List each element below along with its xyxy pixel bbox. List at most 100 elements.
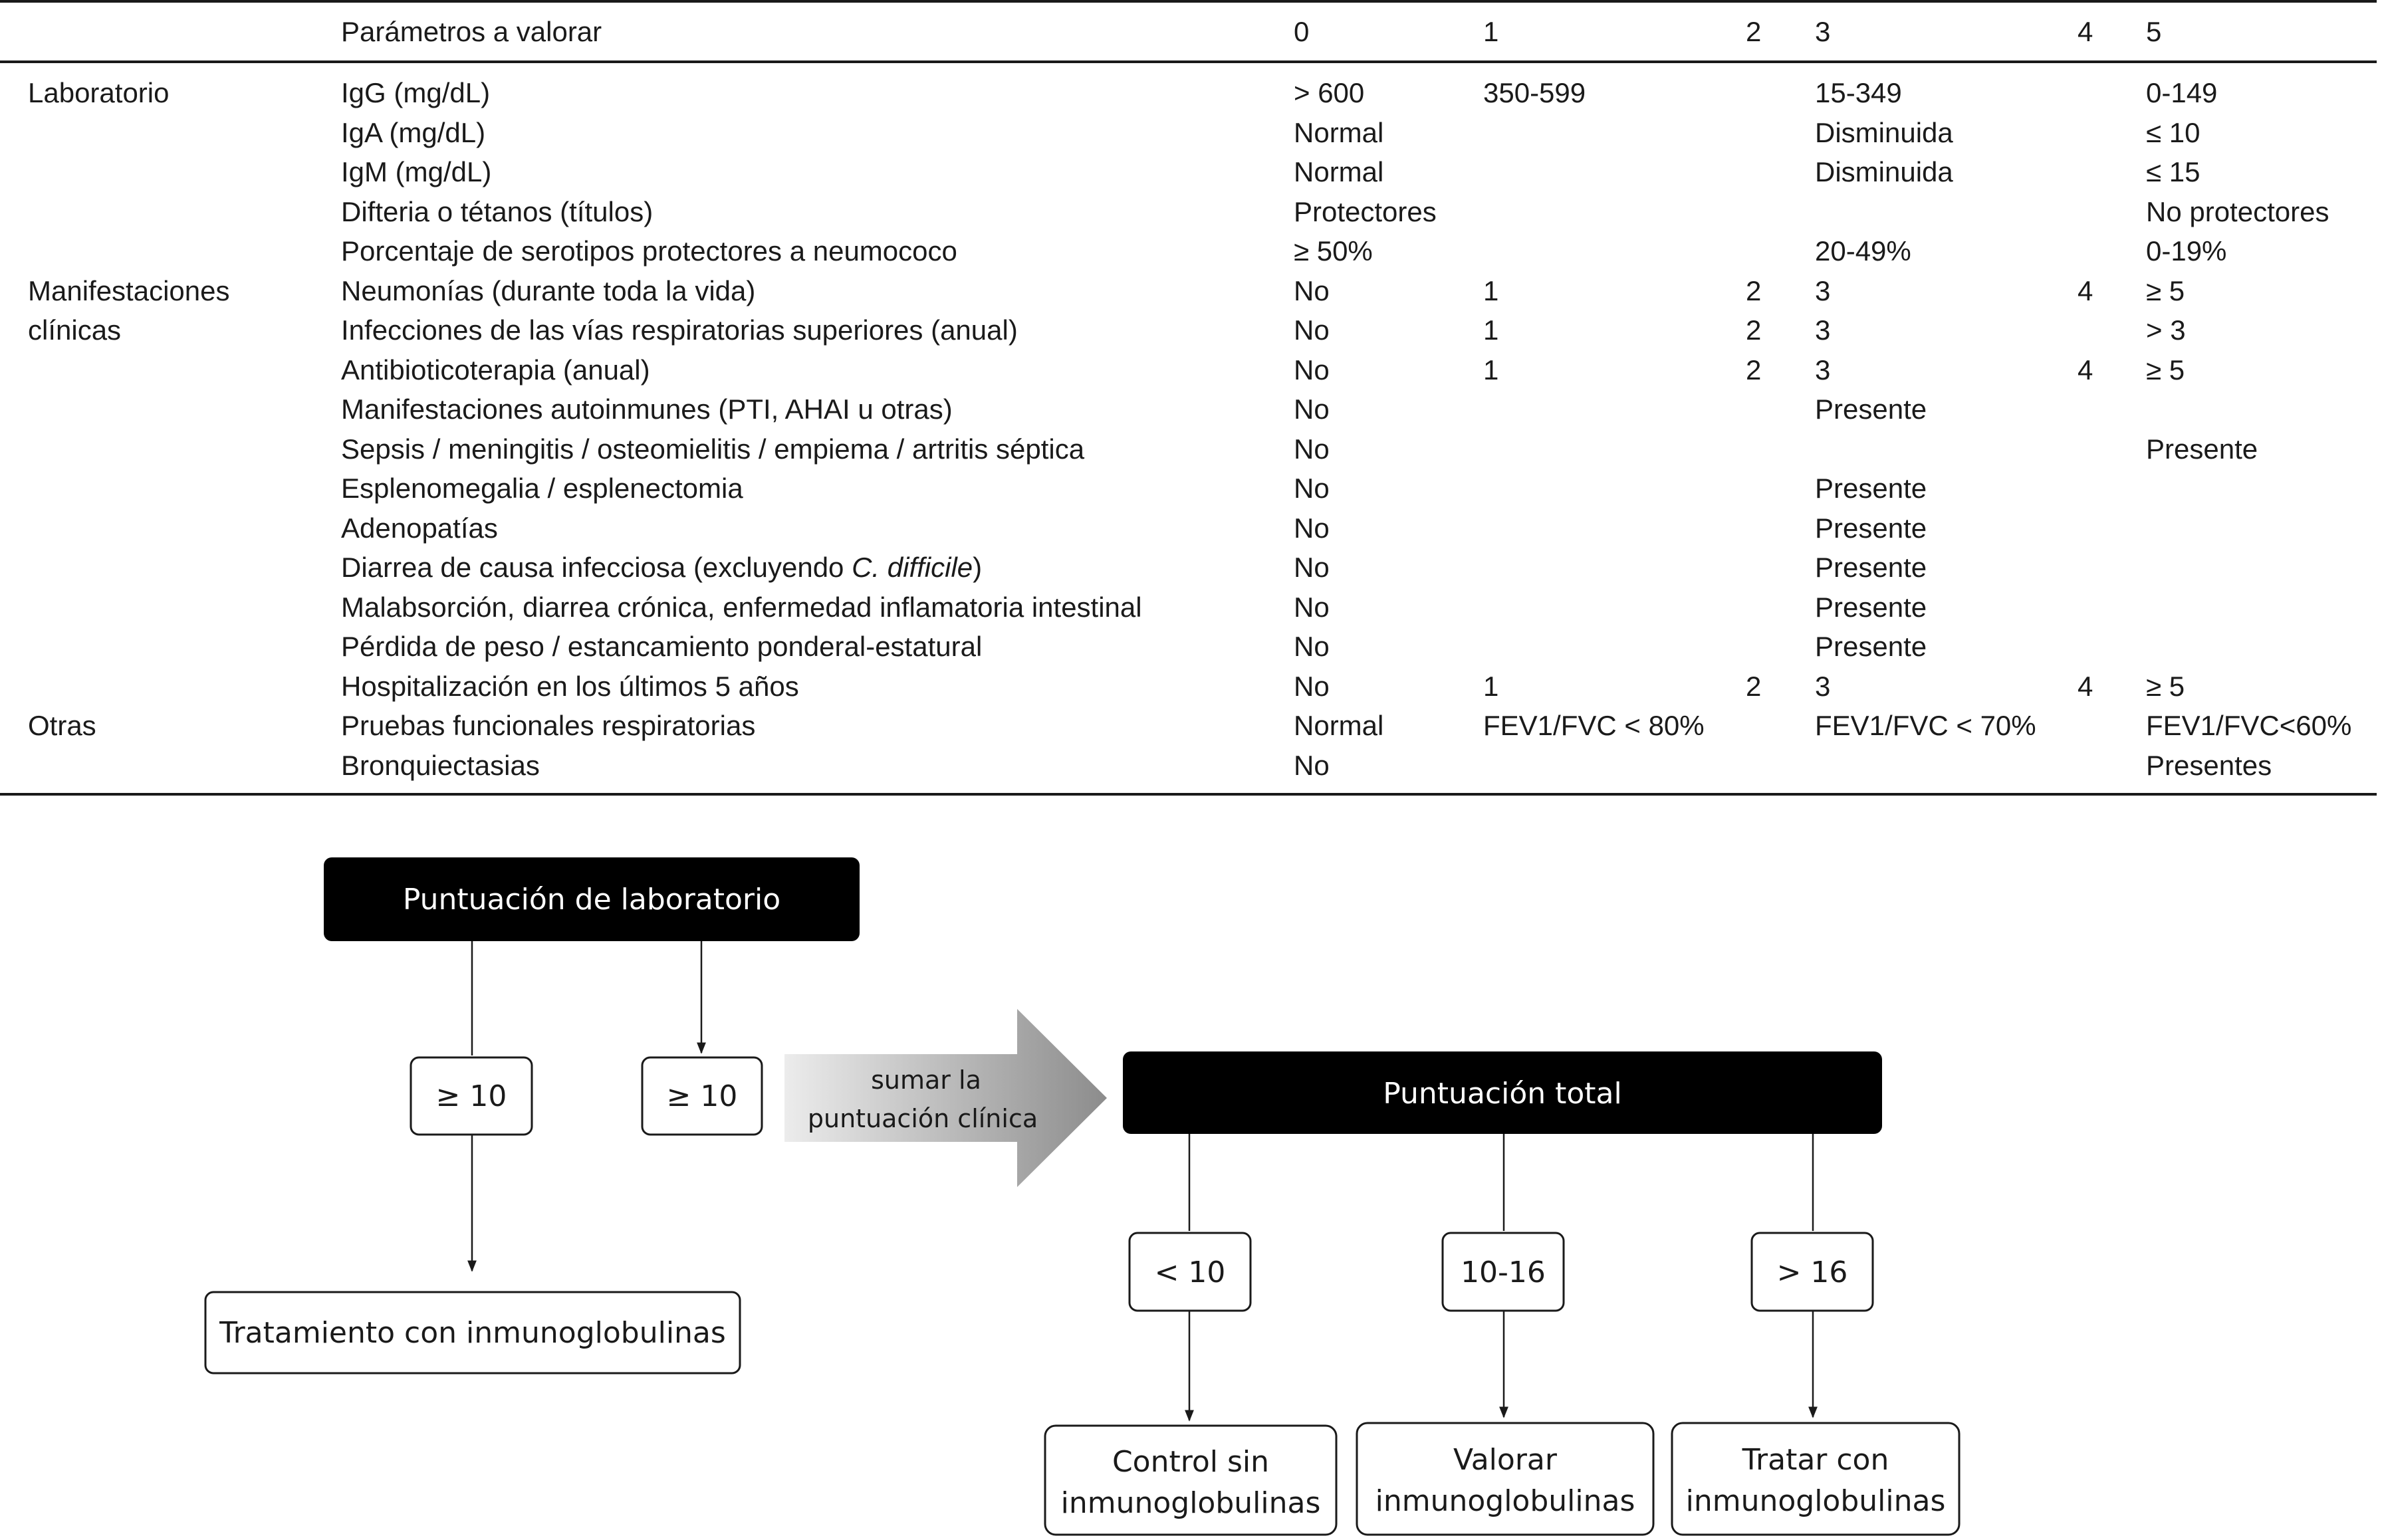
table-cell-parameter: IgA (mg/dL)	[341, 116, 486, 148]
table-cell-score-3: Presente	[1815, 473, 1927, 504]
table-cell-parameter: Hospitalización en los últimos 5 años	[341, 670, 799, 702]
lab-score-label: Puntuación de laboratorio	[403, 883, 780, 917]
table-cell-parameter: Pruebas funcionales respiratorias	[341, 710, 756, 741]
table-cell-score-1: 1	[1483, 354, 1499, 385]
table-cell-score-0: ≥ 50%	[1294, 235, 1373, 267]
lab-score-box	[324, 857, 860, 941]
table-cell-score-3: Presente	[1815, 591, 1927, 623]
table-cell-parameter: Adenopatías	[341, 512, 498, 544]
branch-high-box	[1750, 1232, 1874, 1312]
outcome-high-box	[1671, 1422, 1961, 1536]
table-cell-score-0: No	[1294, 631, 1330, 662]
table-cell-score-0: No	[1294, 591, 1330, 623]
table-cell-score-0: No	[1294, 749, 1330, 781]
table-cell-score-1: 350-599	[1483, 77, 1586, 108]
table-header-score-5: 5	[2146, 16, 2162, 47]
table-cell-score-0: No	[1294, 275, 1330, 306]
table-cell-score-5: FEV1/FVC<60%	[2146, 710, 2352, 741]
threshold-left-box	[410, 1056, 533, 1136]
threshold-right-label: ≥ 10	[667, 1079, 738, 1113]
table-cell-parameter: Esplenomegalia / esplenectomia	[341, 473, 743, 504]
table-cell-score-0: No	[1294, 354, 1330, 385]
table-cell-score-5: Presentes	[2146, 749, 2272, 781]
table-cell-score-1: 1	[1483, 275, 1499, 306]
table-cell-parameter: Neumonías (durante toda la vida)	[341, 275, 756, 306]
outcome-high-line2: inmunoglobulinas	[1686, 1484, 1946, 1518]
table-cell-parameter: Bronquiectasias	[341, 749, 540, 781]
table-cell-score-0: No	[1294, 670, 1330, 702]
treatment-box	[204, 1291, 741, 1375]
table-cell-score-3: FEV1/FVC < 70%	[1815, 710, 2036, 741]
table-cell-score-0: > 600	[1294, 77, 1365, 108]
table-header-score-1: 1	[1483, 16, 1499, 47]
table-cell-score-2: 2	[1746, 275, 1762, 306]
table-cell-score-5: ≥ 5	[2146, 354, 2185, 385]
table-cell-parameter-italic: Diarrea de causa infecciosa (excluyendo …	[341, 548, 982, 587]
treatment-label: Tratamiento con inmunoglobulinas	[219, 1316, 726, 1350]
sum-arrow-line2: puntuación clínica	[808, 1104, 1038, 1133]
table-cell-score-0: No	[1294, 393, 1330, 425]
table-header-score-4: 4	[2078, 16, 2093, 47]
table-cell-parameter: Infecciones de las vías respiratorias su…	[341, 314, 1018, 346]
table-cell-score-3: 3	[1815, 354, 1831, 385]
table-cell-score-4: 4	[2078, 354, 2093, 385]
table-cell-score-5: > 3	[2146, 314, 2186, 346]
table-cell-score-0: No	[1294, 314, 1330, 346]
table-cell-score-3: 3	[1815, 314, 1831, 346]
table-top-rule	[0, 0, 2377, 3]
table-cell-score-0: Protectores	[1294, 195, 1437, 227]
table-cell-score-0: No	[1294, 512, 1330, 544]
table-header-parameter: Parámetros a valorar	[341, 16, 602, 47]
table-cell-group: Manifestaciones	[28, 275, 230, 306]
table-cell-group: clínicas	[28, 314, 122, 346]
sum-arrow	[784, 1009, 1107, 1187]
outcome-low-box	[1044, 1424, 1338, 1536]
table-cell-score-2: 2	[1746, 354, 1762, 385]
table-cell-score-5: Presente	[2146, 433, 2258, 465]
table-cell-parameter: Manifestaciones autoinmunes (PTI, AHAI u…	[341, 393, 953, 425]
table-cell-score-4: 4	[2078, 275, 2093, 306]
table-cell-score-3: Disminuida	[1815, 156, 1953, 187]
table-cell-group: Laboratorio	[28, 77, 170, 108]
table-cell-score-1: FEV1/FVC < 80%	[1483, 710, 1705, 741]
table-cell-score-4: 4	[2078, 670, 2093, 702]
outcome-mid-line1: Valorar	[1453, 1443, 1558, 1477]
outcome-low-line1: Control sin	[1112, 1445, 1269, 1479]
outcome-low-line2: inmunoglobulinas	[1061, 1486, 1321, 1520]
table-cell-score-1: 1	[1483, 314, 1499, 346]
table-cell-score-5: 0-149	[2146, 77, 2218, 108]
parameter-text-before: Diarrea de causa infecciosa (excluyendo	[341, 552, 852, 583]
table-cell-parameter: IgM (mg/dL)	[341, 156, 492, 187]
total-score-box	[1123, 1051, 1882, 1134]
table-cell-parameter: Sepsis / meningitis / osteomielitis / em…	[341, 433, 1085, 465]
table-cell-score-5: 0-19%	[2146, 235, 2227, 267]
table-cell-group: Otras	[28, 710, 96, 741]
table-cell-score-3: Presente	[1815, 631, 1927, 662]
table-cell-score-0: No	[1294, 473, 1330, 504]
table-cell-score-3: 3	[1815, 670, 1831, 702]
sum-arrow-line1: sumar la	[871, 1065, 981, 1095]
table-cell-score-3: Presente	[1815, 393, 1927, 425]
branch-low-label: < 10	[1155, 1256, 1226, 1289]
table-header-rule	[0, 60, 2377, 63]
table-cell-score-5: No protectores	[2146, 195, 2329, 227]
parameter-text-after: )	[973, 552, 983, 583]
table-cell-score-2: 2	[1746, 670, 1762, 702]
table-cell-score-3: Presente	[1815, 552, 1927, 583]
table-cell-score-0: No	[1294, 552, 1330, 583]
table-cell-score-0: Normal	[1294, 710, 1384, 741]
threshold-right-box	[641, 1056, 763, 1136]
outcome-mid-box	[1356, 1422, 1655, 1536]
table-cell-parameter: IgG (mg/dL)	[341, 77, 491, 108]
table-cell-score-0: No	[1294, 433, 1330, 465]
total-score-label: Puntuación total	[1383, 1077, 1621, 1111]
outcome-mid-line2: inmunoglobulinas	[1375, 1484, 1635, 1518]
table-cell-parameter: Porcentaje de serotipos protectores a ne…	[341, 235, 957, 267]
connectors	[467, 941, 1818, 1422]
table-cell-score-1: 1	[1483, 670, 1499, 702]
branch-mid-box	[1441, 1232, 1565, 1312]
table-cell-score-5: ≤ 10	[2146, 116, 2201, 148]
table-cell-score-5: ≥ 5	[2146, 275, 2185, 306]
table-cell-score-3: Presente	[1815, 512, 1927, 544]
